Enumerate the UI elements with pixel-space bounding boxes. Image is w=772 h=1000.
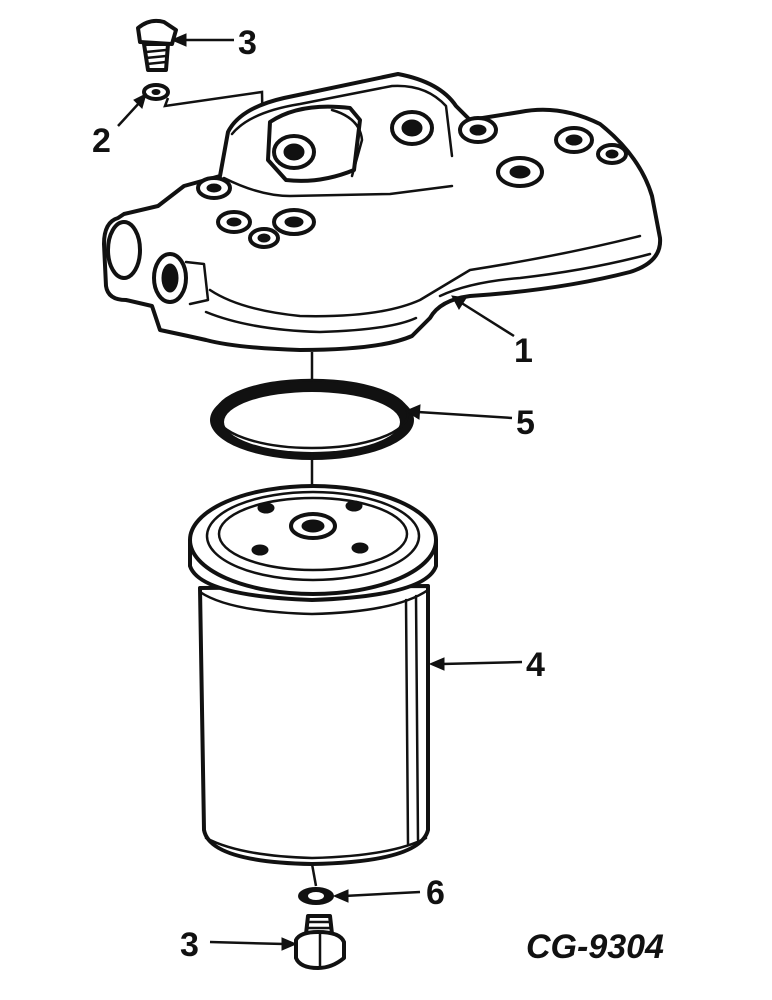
arrowhead-3-bottom — [281, 937, 298, 951]
arrowhead-4 — [428, 657, 445, 671]
leader-6 — [343, 890, 421, 898]
part-1-filter-head — [102, 72, 663, 352]
callout-4: 4 — [526, 646, 545, 684]
part-3-drain-plug — [294, 914, 346, 970]
assembly-line-bottom — [310, 863, 318, 887]
callout-3-bottom: 3 — [180, 926, 199, 964]
part-2-washer — [142, 83, 170, 101]
part-4-filter-cartridge — [188, 484, 438, 866]
arrowhead-6 — [332, 889, 349, 903]
leader-3-bottom — [209, 940, 285, 946]
leader-1 — [459, 300, 515, 338]
part-5-sealing-ring — [210, 378, 414, 460]
arrowhead-3-top — [170, 33, 187, 47]
callout-1: 1 — [514, 332, 533, 370]
arrowhead-2 — [133, 93, 147, 109]
callout-5: 5 — [516, 404, 535, 442]
figure-code: CG-9304 — [526, 928, 664, 966]
callout-3-top: 3 — [238, 24, 257, 62]
part-6-drain-washer — [298, 887, 334, 905]
arrowhead-5 — [404, 404, 421, 420]
callout-2: 2 — [92, 122, 111, 160]
leader-4 — [441, 660, 523, 666]
part-3-top-screw — [136, 18, 178, 72]
arrowhead-1 — [451, 295, 467, 310]
leader-2 — [117, 101, 141, 127]
callout-6: 6 — [426, 874, 445, 912]
leader-5 — [417, 410, 513, 420]
